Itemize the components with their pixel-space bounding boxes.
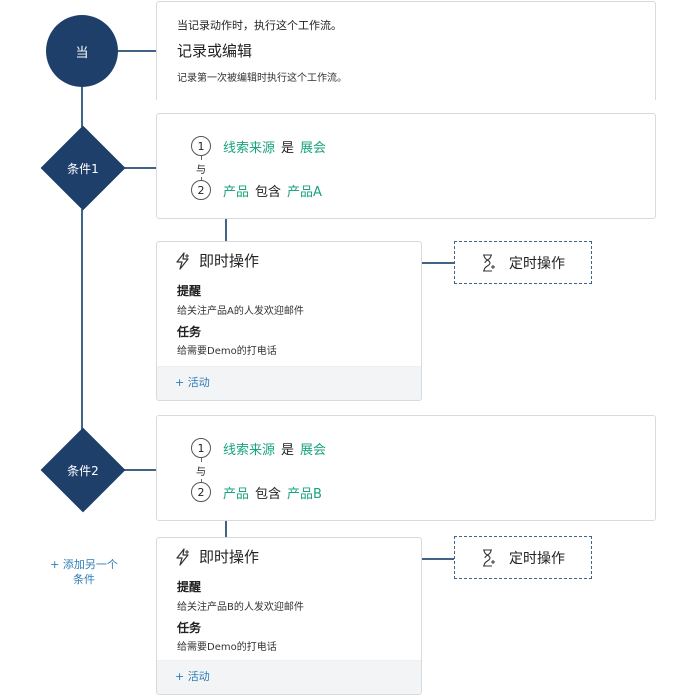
rule-2[interactable]: 产品包含产品A (223, 181, 322, 200)
instant-action-card-1[interactable]: 即时操作 提醒 给关注产品A的人发欢迎邮件 任务 给需要Demo的打电话 + 活… (156, 241, 422, 401)
reminder-text: 给关注产品A的人发欢迎邮件 (177, 306, 304, 317)
add-condition-line-1: + 添加另一个 (50, 558, 118, 571)
add-activity-button[interactable]: + 活动 (175, 670, 210, 683)
task-text: 给需要Demo的打电话 (177, 346, 277, 357)
rule-1-value: 展会 (300, 443, 327, 458)
task-label: 任务 (177, 325, 202, 339)
reminder-label: 提醒 (177, 284, 202, 298)
rule-2-value: 产品B (287, 487, 322, 502)
condition-2-node-label: 条件2 (67, 463, 99, 478)
rule-2-field: 产品 (223, 487, 250, 502)
rule-2-value: 产品A (287, 185, 322, 200)
timed-action-label: 定时操作 (509, 255, 565, 272)
condition-2-to-action-connector (225, 521, 227, 537)
trigger-node-label: 当 (75, 45, 89, 61)
instant-action-header: 即时操作 (175, 546, 259, 567)
condition-1-card[interactable]: 1 与 2 线索来源是展会 产品包含产品A (156, 113, 656, 219)
and-label: 与 (196, 160, 206, 177)
action-2-to-timed-connector (422, 558, 454, 560)
trigger-node[interactable]: 当 (46, 15, 118, 87)
reminder-label: 提醒 (177, 580, 202, 594)
task-text: 给需要Demo的打电话 (177, 642, 277, 653)
trigger-description: 记录第一次被编辑时执行这个工作流。 (177, 73, 347, 84)
rule-1-operator: 是 (281, 141, 295, 156)
action-card-footer (157, 660, 421, 694)
add-condition-line-2: 条件 (73, 573, 95, 586)
rule-1-field: 线索来源 (223, 141, 276, 156)
spine-connector-middle (81, 209, 83, 430)
and-label: 与 (196, 462, 206, 479)
reminder-text: 给关注产品B的人发欢迎邮件 (177, 602, 304, 613)
instant-action-card-2[interactable]: 即时操作 提醒 给关注产品B的人发欢迎邮件 任务 给需要Demo的打电话 + 活… (156, 537, 422, 695)
rule-1[interactable]: 线索来源是展会 (223, 439, 326, 458)
condition-1-node-label: 条件1 (67, 161, 99, 176)
rule-2-operator: 包含 (255, 487, 282, 502)
condition-1-connector (124, 167, 156, 169)
instant-action-title: 即时操作 (199, 252, 260, 270)
rule-1-number: 1 (191, 438, 211, 458)
trigger-hint: 当记录动作时，执行这个工作流。 (177, 19, 342, 32)
rule-2-number: 2 (191, 180, 211, 200)
lightning-icon (176, 251, 189, 270)
hourglass-icon (483, 253, 495, 272)
rule-2-field: 产品 (223, 185, 250, 200)
rule-2-operator: 包含 (255, 185, 282, 200)
action-1-to-timed-connector (422, 262, 454, 264)
rule-1-value: 展会 (300, 141, 327, 156)
instant-action-header: 即时操作 (175, 250, 259, 271)
trigger-title: 记录或编辑 (177, 42, 253, 60)
rule-1-operator: 是 (281, 443, 295, 458)
trigger-card[interactable]: 当记录动作时，执行这个工作流。 记录或编辑 记录第一次被编辑时执行这个工作流。 (156, 1, 656, 100)
condition-2-card[interactable]: 1 与 2 线索来源是展会 产品包含产品B (156, 415, 656, 521)
condition-2-node[interactable]: 条件2 (40, 427, 126, 513)
rule-1[interactable]: 线索来源是展会 (223, 137, 326, 156)
timed-action-label: 定时操作 (509, 550, 565, 567)
rule-2-number: 2 (191, 482, 211, 502)
rule-1-number: 1 (191, 136, 211, 156)
action-card-footer (157, 366, 421, 400)
instant-action-title: 即时操作 (199, 548, 260, 566)
rule-2[interactable]: 产品包含产品B (223, 483, 322, 502)
lightning-icon (176, 547, 189, 566)
hourglass-icon (483, 548, 495, 567)
timed-action-box-2[interactable]: 定时操作 (454, 536, 592, 579)
timed-action-box-1[interactable]: 定时操作 (454, 241, 592, 284)
condition-1-node[interactable]: 条件1 (40, 125, 126, 211)
condition-1-to-action-connector (225, 219, 227, 241)
trigger-connector (118, 50, 156, 52)
rule-1-field: 线索来源 (223, 443, 276, 458)
add-activity-button[interactable]: + 活动 (175, 376, 210, 389)
task-label: 任务 (177, 621, 202, 635)
condition-2-connector (124, 469, 156, 471)
spine-connector-top (81, 87, 83, 127)
add-condition-button[interactable]: + 添加另一个 条件 (42, 557, 126, 587)
